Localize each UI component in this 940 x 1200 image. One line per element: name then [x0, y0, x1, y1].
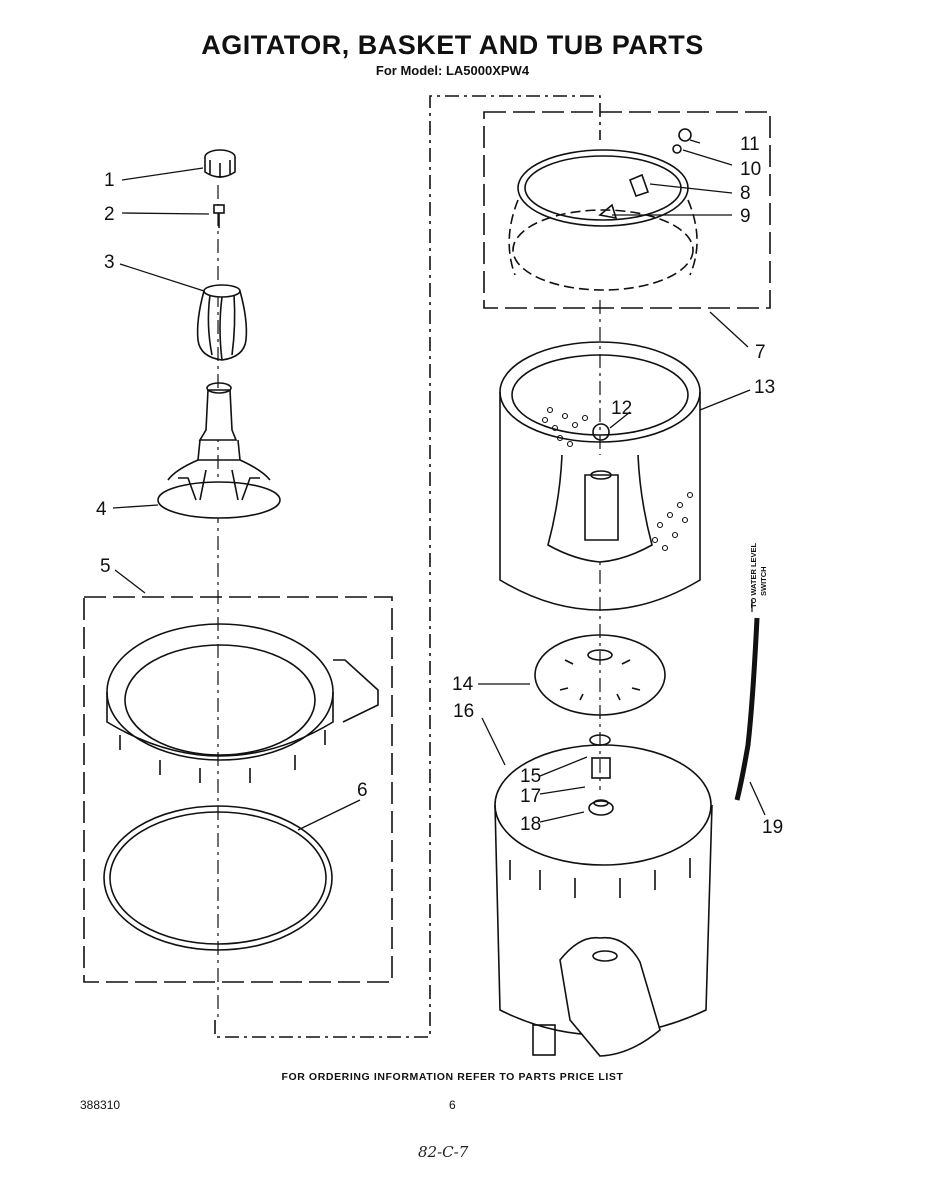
tub-cover-kit-box [483, 111, 771, 309]
clip-fastener [598, 173, 650, 220]
callout-8: 8 [740, 183, 751, 204]
connector-line [214, 95, 601, 1038]
callout-13: 13 [754, 377, 775, 398]
tub-ring-kit-box [83, 596, 393, 983]
agitator-barrel [196, 284, 248, 361]
callout-11: 11 [740, 134, 760, 155]
callout-7: 7 [755, 342, 766, 363]
callout-10: 10 [740, 159, 761, 180]
ordering-note: FOR ORDERING INFORMATION REFER TO PARTS … [281, 1071, 624, 1083]
callout-5: 5 [100, 556, 111, 577]
callout-14: 14 [452, 674, 474, 695]
callout-1: 1 [104, 170, 115, 191]
spin-basket [499, 341, 701, 611]
callout-6: 6 [357, 780, 368, 801]
hose-note-line-2: SWITCH [759, 566, 768, 596]
callout-3: 3 [104, 252, 115, 273]
callout-19: 19 [762, 817, 783, 838]
callout-labels: 1 2 3 4 5 6 7 8 9 10 11 12 13 14 15 16 1… [96, 134, 783, 838]
page-title: AGITATOR, BASKET AND TUB PARTS [201, 30, 704, 60]
callout-12: 12 [611, 398, 632, 419]
callout-18: 18 [520, 814, 541, 835]
callout-16: 16 [453, 701, 474, 722]
agitator-bolt [213, 204, 225, 228]
tub-gasket [103, 805, 333, 951]
basket-drive-hub [534, 634, 666, 716]
callout-4: 4 [96, 499, 107, 520]
outer-tub [494, 744, 713, 1057]
callout-17: 17 [520, 786, 541, 807]
hose-note: TO WATER LEVEL SWITCH [749, 542, 768, 608]
handwritten-note: 82-C-7 [418, 1143, 469, 1161]
agitator-base [157, 382, 281, 519]
tub-ring [106, 623, 379, 783]
callout-15: 15 [520, 766, 541, 787]
page-number: 6 [449, 1098, 456, 1112]
model-subtitle: For Model: LA5000XPW4 [375, 63, 530, 78]
tub-cover-ring [508, 149, 698, 291]
agitator-cap [204, 149, 236, 178]
callout-2: 2 [104, 204, 115, 225]
nut-and-washer [672, 128, 692, 154]
callout-9: 9 [740, 206, 751, 227]
leader-arrows [112, 139, 766, 831]
document-number: 388310 [80, 1098, 121, 1112]
tub-seal [588, 799, 614, 816]
spanner-nut [591, 757, 611, 779]
basket-perforations [541, 406, 694, 552]
water-level-hose [734, 617, 760, 801]
hose-note-line-1: TO WATER LEVEL [749, 542, 758, 608]
